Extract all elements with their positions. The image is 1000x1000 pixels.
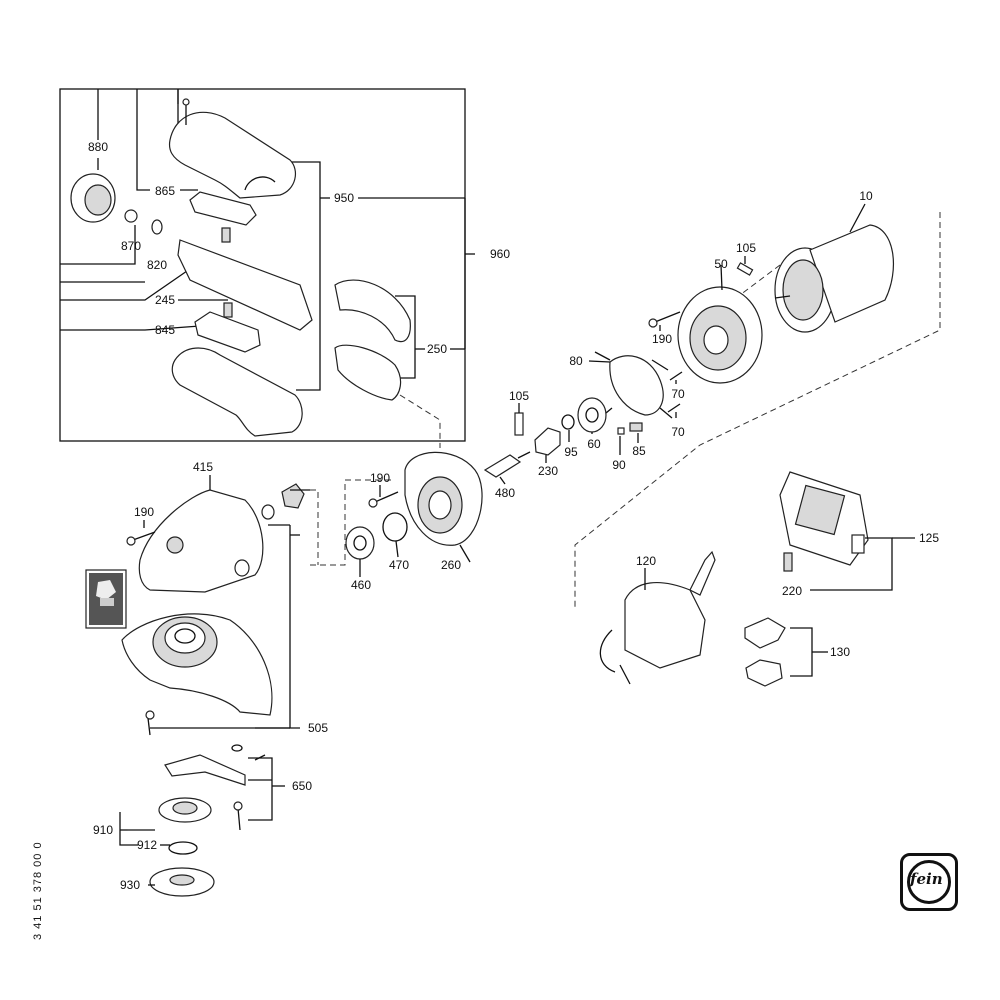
label-245: 245	[155, 293, 175, 307]
washer-95	[561, 414, 575, 430]
label-190-upper: 190	[652, 332, 672, 346]
label-60: 60	[587, 437, 601, 451]
label-90: 90	[612, 458, 626, 472]
guard-lever-650	[164, 744, 266, 831]
label-950: 950	[334, 191, 354, 205]
brand-logo-text: fein	[910, 870, 943, 888]
bearing-60	[577, 397, 607, 433]
label-820: 820	[147, 258, 167, 272]
label-70-upper: 70	[671, 387, 685, 401]
motor-leaders	[359, 203, 866, 577]
gear-head-leaders	[119, 475, 310, 886]
label-865: 865	[155, 184, 175, 198]
gear-housing-cover-415	[138, 489, 264, 593]
flange-910	[158, 797, 212, 823]
label-190-mid: 190	[370, 471, 390, 485]
label-912: 912	[137, 838, 157, 852]
label-130: 130	[830, 645, 850, 659]
field-coil-120	[599, 550, 716, 685]
bearing-flange	[677, 286, 763, 384]
handle-leaders	[60, 89, 475, 391]
bevel-gear-small	[261, 483, 305, 520]
label-845: 845	[155, 323, 175, 337]
handle-lower-shell	[171, 347, 303, 437]
brand-logo: fein	[900, 853, 958, 911]
spindle-480	[483, 451, 531, 478]
label-880: 880	[88, 140, 108, 154]
label-85: 85	[632, 444, 646, 458]
gear-housing-260	[404, 451, 483, 546]
label-650: 650	[292, 779, 312, 793]
label-250: 250	[427, 342, 447, 356]
clamping-nut-930	[149, 867, 215, 897]
gasket-80	[594, 351, 673, 419]
electronics-leaders	[644, 537, 915, 677]
handle-cover-halves	[334, 279, 411, 401]
label-415: 415	[193, 460, 213, 474]
document-number: 3 41 51 378 00 0	[32, 841, 44, 940]
label-505: 505	[308, 721, 328, 735]
lock-knob	[70, 173, 163, 235]
label-10: 10	[859, 189, 873, 203]
armature	[774, 224, 895, 333]
label-470: 470	[389, 558, 409, 572]
small-parts-90-85	[617, 422, 643, 435]
switch-cover	[189, 191, 257, 226]
label-260: 260	[441, 558, 461, 572]
part-labels: 880 865 950 870 820 245 845 960 250 10 1…	[88, 140, 939, 892]
label-190-left: 190	[134, 505, 154, 519]
label-120: 120	[636, 554, 656, 568]
label-910: 910	[93, 823, 113, 837]
pin-105-lower	[514, 412, 524, 436]
info-symbol-sticker	[85, 569, 127, 629]
label-80: 80	[569, 354, 583, 368]
bearing-460	[345, 526, 375, 560]
switch-slider	[177, 227, 313, 331]
label-870: 870	[121, 239, 141, 253]
screw-190-mid	[368, 491, 399, 508]
label-105-lower: 105	[509, 389, 529, 403]
carbon-brushes-130	[744, 617, 786, 687]
label-220: 220	[782, 584, 802, 598]
circlip-470	[382, 512, 408, 542]
label-125: 125	[919, 531, 939, 545]
dowel-pin-upper	[736, 262, 754, 276]
screw-190-left	[126, 531, 156, 546]
coupling-230	[534, 427, 561, 456]
label-960: 960	[490, 247, 510, 261]
label-480: 480	[495, 486, 515, 500]
switch-button	[194, 311, 261, 353]
pins-70	[667, 371, 683, 413]
label-105-upper: 105	[736, 241, 756, 255]
brand-ring	[907, 860, 951, 904]
label-460: 460	[351, 578, 371, 592]
spring-220	[783, 552, 793, 572]
label-930: 930	[120, 878, 140, 892]
label-50: 50	[714, 257, 728, 271]
label-230: 230	[538, 464, 558, 478]
handle-upper-shell	[168, 98, 297, 199]
electronics-board-125	[779, 471, 869, 566]
o-ring-912	[168, 841, 198, 855]
screw-190-upper	[648, 311, 681, 328]
brand-frame	[900, 853, 958, 911]
gear-head-505	[121, 613, 273, 736]
label-70-lower: 70	[671, 425, 685, 439]
label-95: 95	[564, 445, 578, 459]
